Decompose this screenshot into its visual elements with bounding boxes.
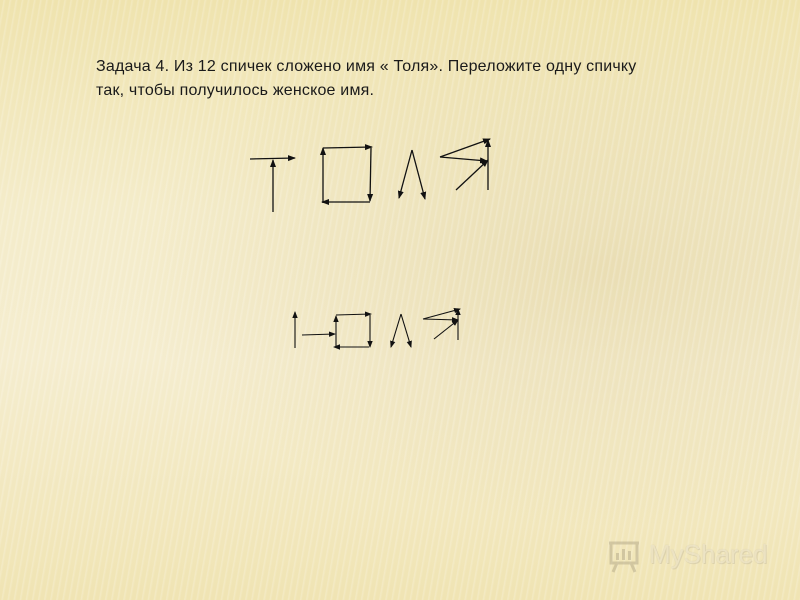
match-o-right bbox=[367, 147, 374, 202]
match-b-ya-upper bbox=[422, 307, 461, 320]
task-description: Задача 4. Из 12 спичек сложено имя « Тол… bbox=[96, 55, 736, 103]
match-b-l-left bbox=[390, 313, 402, 348]
task-line-1: Задача 4. Из 12 спичек сложено имя « Тол… bbox=[96, 58, 637, 75]
match-ya-upper bbox=[439, 138, 491, 158]
match-b-o-top bbox=[335, 311, 372, 317]
myshared-watermark: MyShared bbox=[605, 535, 775, 575]
match-ya-diag bbox=[455, 159, 489, 191]
match-o-top bbox=[322, 144, 373, 151]
presentation-board-icon bbox=[609, 541, 639, 573]
match-l-right bbox=[411, 149, 427, 200]
match-b-ya-diag bbox=[433, 319, 459, 340]
match-ya-middle bbox=[439, 156, 488, 164]
match-l-left bbox=[397, 149, 413, 199]
task-line-2: так, чтобы получилось женское имя. bbox=[96, 82, 375, 99]
match-t-top bbox=[249, 155, 296, 162]
match-b-moved bbox=[301, 331, 336, 337]
match-b-l-right bbox=[400, 313, 412, 348]
match-b-ya-middle bbox=[422, 317, 459, 323]
watermark-text: MyShared bbox=[649, 539, 768, 569]
